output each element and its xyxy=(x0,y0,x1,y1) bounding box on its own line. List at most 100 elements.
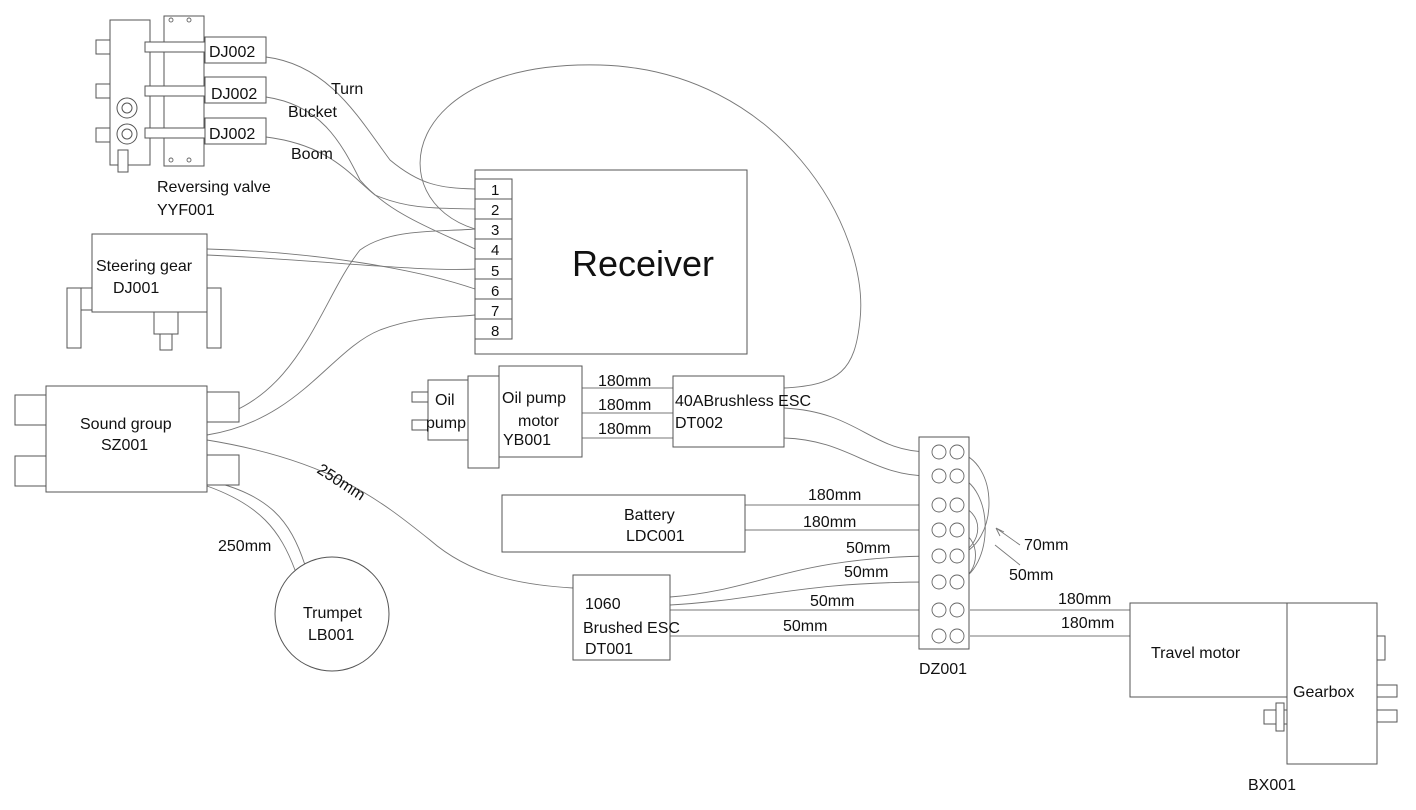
terminal-post xyxy=(949,602,965,618)
length-battery-2: 180mm xyxy=(803,514,856,531)
label-bucket: Bucket xyxy=(288,104,337,121)
sound-speaker-tab xyxy=(14,455,47,487)
battery-code: LDC001 xyxy=(626,528,685,545)
terminal-post xyxy=(949,574,965,590)
sound-connector-tab xyxy=(206,391,240,423)
brushless-esc-code: DT002 xyxy=(675,415,723,432)
label-boom: Boom xyxy=(291,146,333,163)
pump-motor-line1: Oil pump xyxy=(502,390,566,407)
terminal-post xyxy=(931,497,947,513)
gearbox-shaft xyxy=(1376,684,1398,698)
length-motor-2: 180mm xyxy=(1061,615,1114,632)
channel-slot xyxy=(474,318,513,340)
terminal-post xyxy=(931,444,947,460)
receiver-channels: 1 2 3 4 5 6 7 8 xyxy=(474,178,513,340)
length-motor-1: 180mm xyxy=(1058,591,1111,608)
dimension-arrow-50 xyxy=(994,544,1021,566)
gearbox-code: BX001 xyxy=(1248,777,1296,794)
gearbox-name: Gearbox xyxy=(1293,684,1354,701)
valve-name: Reversing valve xyxy=(157,179,271,196)
travel-motor-body xyxy=(1129,602,1288,698)
reversing-valve: DJ002 DJ002 DJ002 Reversing valve YYF001… xyxy=(95,15,363,219)
terminal-body xyxy=(918,436,970,650)
trumpet: Trumpet LB001 xyxy=(274,556,390,672)
valve-stem xyxy=(117,149,129,173)
valve-port xyxy=(95,127,111,143)
steering-shaft xyxy=(153,311,179,335)
channel-label-2: 2 xyxy=(491,202,499,219)
battery-body xyxy=(501,494,746,553)
valve-port xyxy=(95,83,111,99)
wire-steering xyxy=(206,248,476,290)
receiver-title: Receiver xyxy=(572,243,714,284)
gearbox-output-nut xyxy=(1275,702,1285,732)
valve-label-1: DJ002 xyxy=(209,44,255,61)
wire-esc-term-2 xyxy=(783,437,931,477)
sound-group: Sound group SZ001 250mm 250mm xyxy=(14,385,368,555)
length-esc-2: 50mm xyxy=(844,564,888,581)
terminal-post xyxy=(949,497,965,513)
terminal-post xyxy=(931,574,947,590)
brushed-esc: 1060 Brushed ESC DT001 50mm 50mm 50mm 50… xyxy=(572,540,890,661)
terminal-block: DZ001 70mm 50mm xyxy=(918,436,1068,678)
steering-mount xyxy=(80,287,94,311)
travel-motor-name: Travel motor xyxy=(1151,645,1241,662)
valve-spool xyxy=(144,41,206,53)
terminal-post xyxy=(949,468,965,484)
steering-code: DJ001 xyxy=(113,280,159,297)
valve-servo-3 xyxy=(204,117,267,145)
length-pump-3: 180mm xyxy=(598,421,651,438)
wire-sound-esc xyxy=(206,439,574,589)
length-esc-4: 50mm xyxy=(783,618,827,635)
receiver: 1 2 3 4 5 6 7 8 Receiver xyxy=(474,169,748,355)
length-esc-1: 50mm xyxy=(846,540,890,557)
channel-label-7: 7 xyxy=(491,303,499,320)
label-turn: Turn xyxy=(331,81,363,98)
wire-brushed-1 xyxy=(669,555,931,598)
wire-sound-trumpet-2 xyxy=(206,485,296,571)
pump-motor-code: YB001 xyxy=(503,432,551,449)
gearbox-body xyxy=(1286,602,1378,765)
wire-esc-term-1 xyxy=(783,407,931,453)
wire-turn xyxy=(265,56,476,190)
trumpet-body xyxy=(274,556,390,672)
length-battery-1: 180mm xyxy=(808,487,861,504)
trumpet-code: LB001 xyxy=(308,627,354,644)
oil-pump-line1: Oil xyxy=(435,392,455,409)
sound-body xyxy=(45,385,208,493)
terminal-post xyxy=(931,628,947,644)
steering-body xyxy=(91,233,208,313)
length-esc-3: 50mm xyxy=(810,593,854,610)
sound-code: SZ001 xyxy=(101,437,148,454)
travel-drive: Travel motor 180mm 180mm Gearbox BX001 xyxy=(1058,591,1398,794)
brushed-esc-code: DT001 xyxy=(585,641,633,658)
jumper-1 xyxy=(955,451,990,557)
valve-servo-2 xyxy=(204,76,267,104)
wire-sound-receiver-1 xyxy=(206,228,476,421)
terminal-post xyxy=(931,602,947,618)
wires xyxy=(206,56,1130,637)
sound-speaker-tab xyxy=(14,394,47,426)
terminal-post xyxy=(949,444,965,460)
length-sound-to-esc: 250mm xyxy=(314,461,368,504)
valve-servo-1 xyxy=(204,36,267,64)
valve-label-2: DJ002 xyxy=(211,86,257,103)
brushless-esc-body xyxy=(672,375,785,448)
wire-steering-2 xyxy=(206,254,476,270)
wire-brushed-2 xyxy=(669,581,931,606)
wire-bucket xyxy=(265,96,476,250)
oil-pump-body xyxy=(427,379,469,441)
length-jumper-1: 70mm xyxy=(1024,537,1068,554)
pump-motor-body xyxy=(498,365,583,458)
terminal-posts xyxy=(931,444,965,644)
valve-label-3: DJ002 xyxy=(209,126,255,143)
valve-spool xyxy=(144,127,206,139)
valve-nut-inner xyxy=(121,128,133,140)
steering-leg xyxy=(66,287,82,349)
oil-pump-line2: pump xyxy=(426,415,466,432)
brushless-esc: 40ABrushless ESC DT002 xyxy=(672,375,811,448)
steering-shaft-tip xyxy=(159,333,173,351)
valve-nut-inner xyxy=(121,102,133,114)
terminal-post xyxy=(949,628,965,644)
oil-pump-assembly: Oil pump Oil pump motor YB001 180mm 180m… xyxy=(411,365,651,469)
